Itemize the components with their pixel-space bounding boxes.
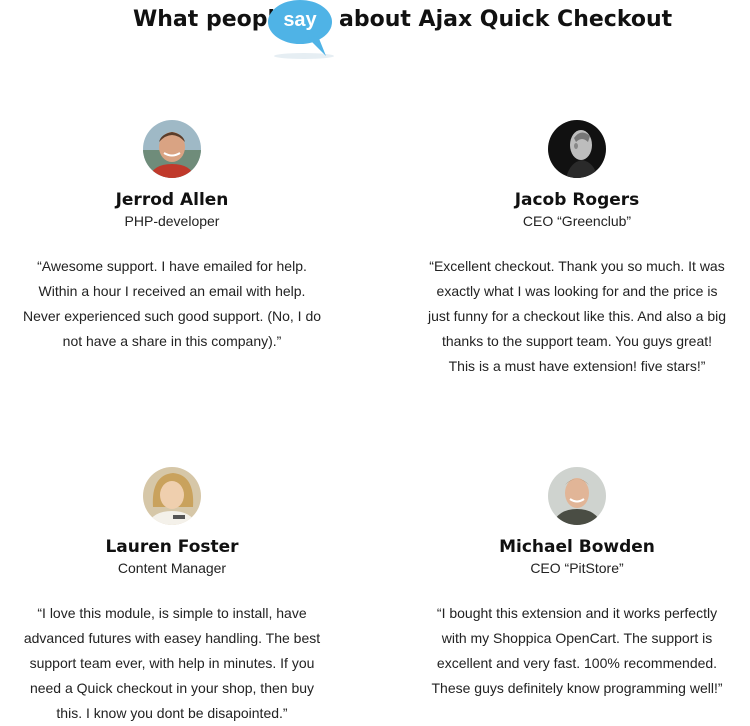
avatar: [548, 120, 606, 178]
testimonial-name: Michael Bowden: [499, 537, 655, 557]
section-header: What people say about Ajax Quick Checkou…: [0, 0, 750, 62]
testimonial-name: Jacob Rogers: [514, 190, 640, 210]
title-highlight: say: [283, 9, 317, 31]
testimonial-quote: “Awesome support. I have emailed for hel…: [22, 258, 322, 349]
testimonial-card: Michael Bowden CEO “PitStore” “I bought …: [427, 467, 727, 701]
testimonial-role: CEO “PitStore”: [530, 560, 624, 576]
avatar: [548, 467, 606, 525]
testimonial-card: Jerrod Allen PHP-developer “Awesome supp…: [22, 120, 322, 354]
testimonial-card: Jacob Rogers CEO “Greenclub” “Excellent …: [427, 120, 727, 379]
testimonial-name: Lauren Foster: [105, 537, 239, 557]
testimonial-name: Jerrod Allen: [115, 190, 229, 210]
testimonial-role: Content Manager: [117, 560, 227, 576]
testimonial-quote: “Excellent checkout. Thank you so much. …: [427, 258, 727, 374]
testimonial-quote: “I love this module, is simple to instal…: [23, 605, 321, 721]
testimonial-role: CEO “Greenclub”: [522, 213, 632, 229]
title-prefix: What people: [133, 7, 290, 32]
testimonial-quote: “I bought this extension and it works pe…: [431, 605, 723, 696]
avatar: [143, 120, 201, 178]
testimonial-card: Lauren Foster Content Manager “I love th…: [22, 467, 322, 726]
speech-bubble-icon: say: [268, 0, 334, 60]
testimonial-role: PHP-developer: [124, 213, 220, 229]
title-suffix: about Ajax Quick Checkout: [339, 7, 673, 32]
avatar: [143, 467, 201, 525]
